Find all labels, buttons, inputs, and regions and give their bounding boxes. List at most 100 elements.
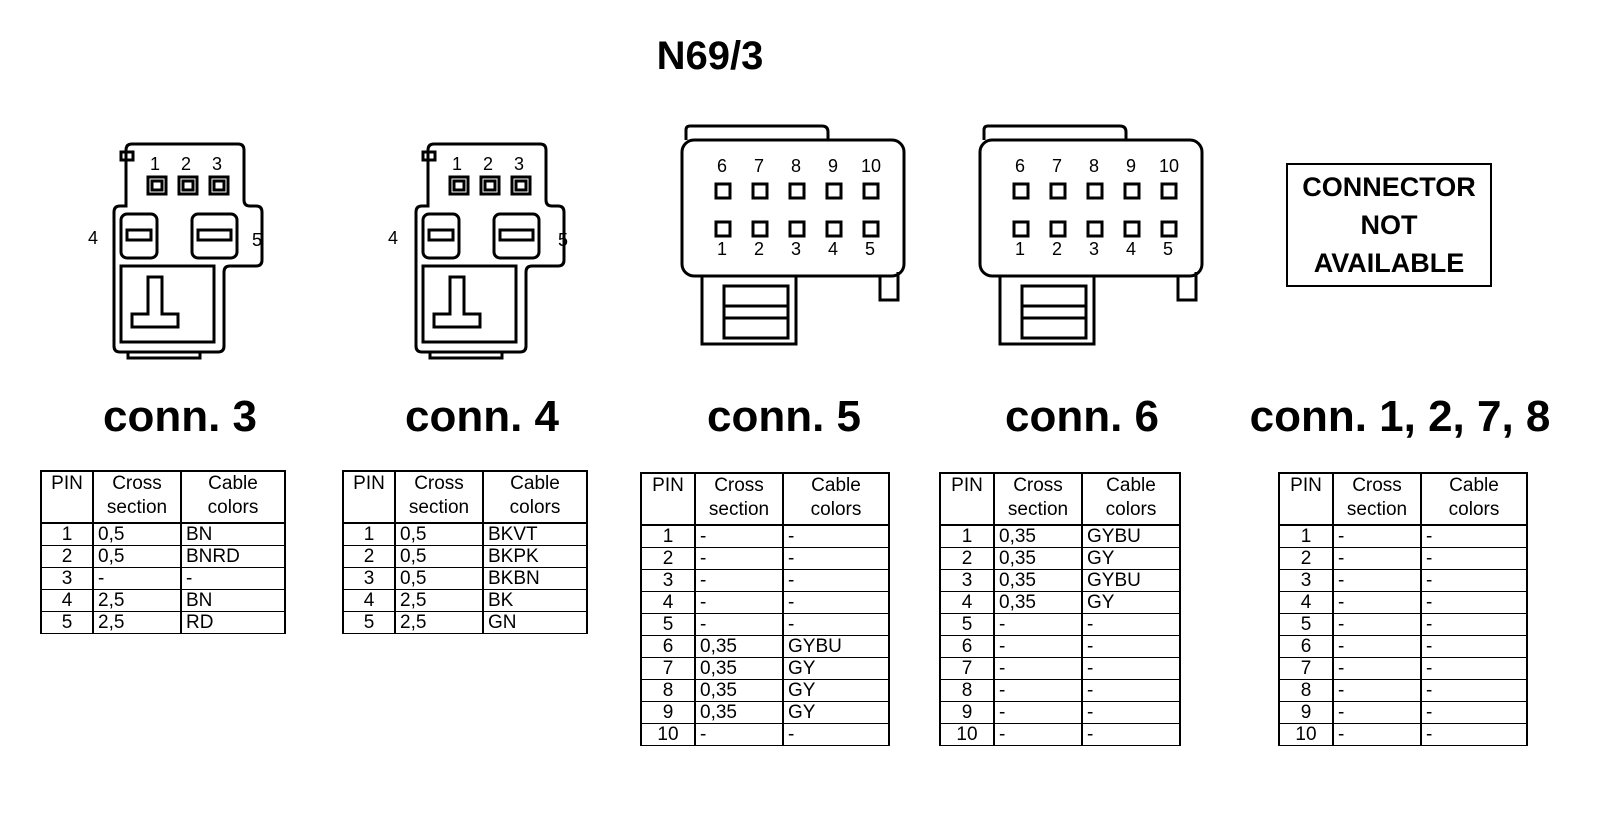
header-text: Cross	[1352, 475, 1402, 496]
connector-4-title: conn. 4	[404, 392, 560, 441]
table-row: 4--	[1278, 591, 1528, 614]
cell-cross-section: 2,5	[394, 589, 484, 612]
cell-pin: 1	[939, 524, 995, 548]
cell-cable-color: -	[782, 569, 890, 592]
pin-label: 4	[828, 239, 838, 259]
table-row: 10--	[939, 723, 1181, 746]
table-row: 6--	[1278, 635, 1528, 658]
cell-pin: 6	[1278, 635, 1334, 658]
cell-pin: 4	[342, 589, 396, 612]
cell-pin: 5	[1278, 613, 1334, 636]
cell-cable-color: -	[1081, 657, 1181, 680]
pin-label: 2	[1052, 239, 1062, 259]
cell-pin: 8	[1278, 679, 1334, 702]
cell-pin: 8	[640, 679, 696, 702]
cell-cable-color: -	[180, 567, 286, 590]
header-cross-section: Cross section	[394, 470, 484, 524]
header-cable-colors: Cable colors	[482, 470, 588, 524]
cell-cross-section: -	[1332, 679, 1422, 702]
header-text: colors	[1105, 499, 1157, 520]
header-text: section	[408, 497, 470, 518]
cell-pin: 2	[640, 547, 696, 570]
cell-cross-section: -	[993, 635, 1083, 658]
table-row: 9--	[1278, 701, 1528, 724]
cell-pin: 1	[342, 522, 396, 546]
cell-pin: 2	[1278, 547, 1334, 570]
table-row: 2--	[1278, 547, 1528, 570]
header-text: colors	[509, 497, 561, 518]
header-cable-colors: Cable colors	[1081, 472, 1181, 526]
cell-cable-color: GN	[482, 611, 588, 634]
cell-cable-color: -	[1420, 679, 1528, 702]
table-row: 10--	[640, 723, 890, 746]
table-row: 5--	[939, 613, 1181, 636]
cell-cable-color: -	[1420, 635, 1528, 658]
cell-pin: 2	[40, 545, 94, 568]
cell-cross-section: 0,35	[694, 701, 784, 724]
cell-pin: 6	[939, 635, 995, 658]
cell-pin: 9	[939, 701, 995, 724]
table-row: 10--	[1278, 723, 1528, 746]
header-text: section	[708, 499, 770, 520]
header-text: Cross	[112, 473, 162, 494]
cell-pin: 4	[1278, 591, 1334, 614]
cell-cable-color: -	[1081, 613, 1181, 636]
pin-label: 3	[514, 154, 524, 174]
cell-cross-section: 0,5	[92, 522, 182, 546]
header-cable-colors: Cable colors	[782, 472, 890, 526]
cell-cable-color: -	[782, 524, 890, 548]
header-text: Cable	[811, 475, 861, 496]
pin-label: 4	[88, 228, 98, 248]
cell-cable-color: GY	[782, 701, 890, 724]
cell-cable-color: BNRD	[180, 545, 286, 568]
cell-pin: 7	[640, 657, 696, 680]
pin-label: 1	[452, 154, 462, 174]
header-text: colors	[810, 499, 862, 520]
pin-label: 7	[754, 156, 764, 176]
cell-cross-section: 0,35	[993, 524, 1083, 548]
cell-cable-color: -	[1081, 723, 1181, 746]
header-text: Cable	[510, 473, 560, 494]
header-text: Cable	[1106, 475, 1156, 496]
cell-cross-section: -	[993, 701, 1083, 724]
header-text: Cross	[414, 473, 464, 494]
cell-pin: 5	[40, 611, 94, 634]
page-title: N69/3	[656, 34, 764, 78]
cell-cross-section: 0,35	[694, 635, 784, 658]
na-line: AVAILABLE	[1313, 248, 1465, 278]
table-row: 4--	[640, 591, 890, 614]
pin-label: 5	[252, 230, 262, 250]
na-line: CONNECTOR	[1302, 172, 1476, 202]
cell-cable-color: RD	[180, 611, 286, 634]
pin-label: 10	[1159, 156, 1179, 176]
cell-cable-color: BKVT	[482, 522, 588, 546]
cell-cross-section: -	[993, 679, 1083, 702]
cell-cable-color: GYBU	[782, 635, 890, 658]
pin-label: 6	[717, 156, 727, 176]
cell-cross-section: -	[694, 591, 784, 614]
table-row: 7--	[1278, 657, 1528, 680]
cell-cable-color: -	[1420, 547, 1528, 570]
table-row: 5--	[640, 613, 890, 636]
cell-pin: 2	[939, 547, 995, 570]
cell-cross-section: 2,5	[394, 611, 484, 634]
table-row: 3--	[1278, 569, 1528, 592]
connector-1-2-7-8-title: conn. 1, 2, 7, 8	[1249, 392, 1551, 441]
cell-cable-color: -	[1081, 635, 1181, 658]
